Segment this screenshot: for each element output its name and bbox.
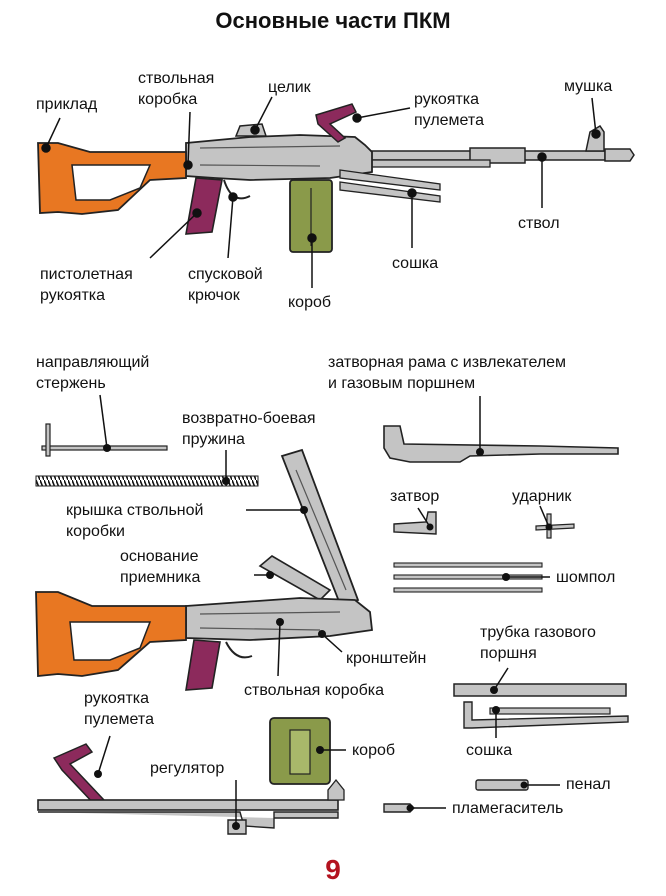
label-pistol-grip-line2: рукоятка [40,287,106,304]
label-carry-handle-2-line2: пулемета [84,711,154,728]
label-receiver-line1: ствольная [138,70,215,87]
label-feed-tray-line1: основание [120,548,199,565]
return-spring-shape [35,475,259,487]
label-regulator: регулятор [150,760,225,777]
label-barrel: ствол [518,215,560,232]
assembled-gun [37,96,635,288]
label-guide-rod-line1: направляющий [36,354,150,371]
barrel-2-shape [37,799,339,811]
carry-handle-2-shape [52,743,106,808]
label-bolt-carrier-line1: затворная рама с извлекателем [328,354,567,371]
label-bolt-carrier-line2: и газовым поршнем [328,375,476,392]
firing-pin-shape [535,513,575,539]
label-firing-pin: ударник [512,488,572,505]
page-number: 9 [325,854,341,885]
label-stock: приклад [36,96,98,113]
label-return-spring-line1: возвратно-боевая [182,410,316,427]
bipod-2-shape [463,701,629,729]
guide-rod-group [35,394,259,487]
label-return-spring-line2: пружина [182,431,245,448]
bolt-shape [393,511,437,535]
label-receiver-line2: коробка [138,91,198,108]
label-receiver-bottom: ствольная коробка [244,682,384,699]
bolt-carrier-shape [383,425,619,463]
label-gas-tube-line2: поршня [480,645,537,662]
stripped-gun [35,448,373,691]
label-case: пенал [566,776,611,793]
label-bracket: кронштейн [346,650,427,667]
label-bipod-2: сошка [466,742,513,759]
barrel-assembly [37,717,346,835]
label-cover-line1: крышка ствольной [66,502,204,519]
label-flash-hider: пламегаситель [452,800,564,817]
label-bipod: сошка [392,255,439,272]
label-trigger-line2: крючок [188,287,240,304]
bipod-shape [339,169,441,191]
parts-right [383,396,619,593]
label-rear-sight: целик [268,79,311,96]
page-title: Основные части ПКМ [215,8,451,33]
label-cleaning-rod: шомпол [556,569,616,586]
carry-handle-shape [315,103,358,143]
label-feed-tray-line2: приемника [120,569,201,586]
label-guide-rod-line2: стержень [36,375,106,392]
pistol-grip-shape [185,177,223,235]
label-pistol-grip-line1: пистолетная [40,266,133,283]
pistol-grip-2-shape [185,639,221,691]
label-bolt: затвор [390,488,440,505]
gas-tube-shape [453,683,627,697]
label-box: короб [288,294,332,311]
label-carry-handle-2-line1: рукоятка [84,690,150,707]
flash-hider-shape [604,148,635,162]
parts-lower-right [383,667,629,813]
cleaning-rod-shape [393,562,543,593]
label-box-2: короб [352,742,396,759]
label-carry-handle-line2: пулемета [414,112,484,129]
feed-tray-shape [258,555,332,601]
label-cover-line2: коробки [66,523,125,540]
label-carry-handle-line1: рукоятка [414,91,480,108]
label-trigger-line1: спусковой [188,266,263,283]
label-gas-tube-line1: трубка газового [480,624,596,641]
case-shape [475,779,529,791]
label-front-sight: мушка [564,78,613,95]
